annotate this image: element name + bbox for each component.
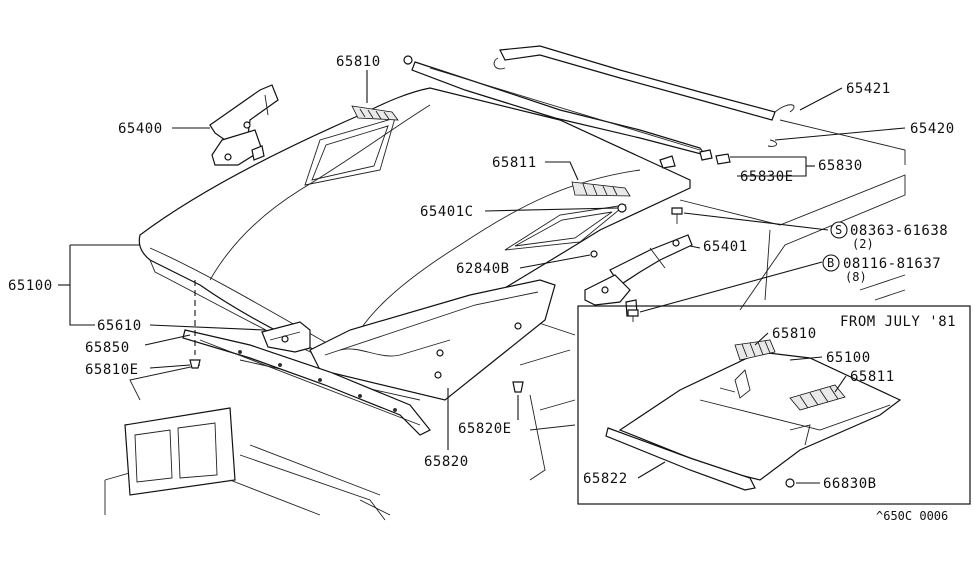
hood-insulator — [309, 279, 556, 401]
fastener-symbols: S B — [822, 221, 848, 272]
label-65421: 65421 — [846, 81, 891, 97]
diagram-code: ^650C 0006 — [876, 509, 948, 523]
bolt-symbol-icon — [822, 254, 840, 272]
label-65100-main: 65100 — [8, 278, 53, 294]
label-65811-top: 65811 — [492, 155, 537, 171]
leader-lines — [58, 70, 906, 484]
label-65810-inset: 65810 — [772, 326, 817, 342]
screw-symbol-letter: S — [835, 223, 842, 237]
label-65401: 65401 — [703, 239, 748, 255]
label-65420: 65420 — [910, 121, 955, 137]
label-65811-inset: 65811 — [850, 369, 895, 385]
label-62840b: 62840B — [456, 261, 510, 277]
label-65610: 65610 — [97, 318, 142, 334]
hood-front-seal — [182, 329, 431, 436]
screw-symbol-icon — [830, 221, 848, 239]
label-65810e: 65810E — [85, 362, 139, 378]
hood-hinge-right — [584, 234, 693, 317]
hood-hinge-left — [209, 84, 279, 166]
label-08116-81637: 08116-81637 — [843, 256, 941, 272]
label-08116-qty: (8) — [845, 270, 867, 284]
bolt-symbol-letter: B — [827, 256, 834, 270]
label-65810-top: 65810 — [336, 54, 381, 70]
label-65850: 65850 — [85, 340, 130, 356]
fasteners — [189, 149, 731, 393]
label-65400: 65400 — [118, 121, 163, 137]
label-65830: 65830 — [818, 158, 863, 174]
inset-box — [577, 305, 971, 505]
hood-vent-grilles — [351, 105, 631, 197]
label-66830b: 66830B — [823, 476, 877, 492]
label-65820e: 65820E — [458, 421, 512, 437]
hood-rear-seal — [403, 45, 795, 156]
hood-latch — [261, 321, 311, 353]
part-labels: 65810 65400 65421 65420 65830 65830E 658… — [8, 54, 956, 523]
label-65820: 65820 — [424, 454, 469, 470]
label-65401c: 65401C — [420, 204, 474, 220]
label-65830e: 65830E — [740, 169, 794, 185]
label-65100-inset: 65100 — [826, 350, 871, 366]
label-08363-61638: 08363-61638 — [850, 223, 948, 239]
label-08363-qty: (2) — [852, 237, 874, 251]
label-65822: 65822 — [583, 471, 628, 487]
inset-title: FROM JULY '81 — [840, 314, 956, 330]
